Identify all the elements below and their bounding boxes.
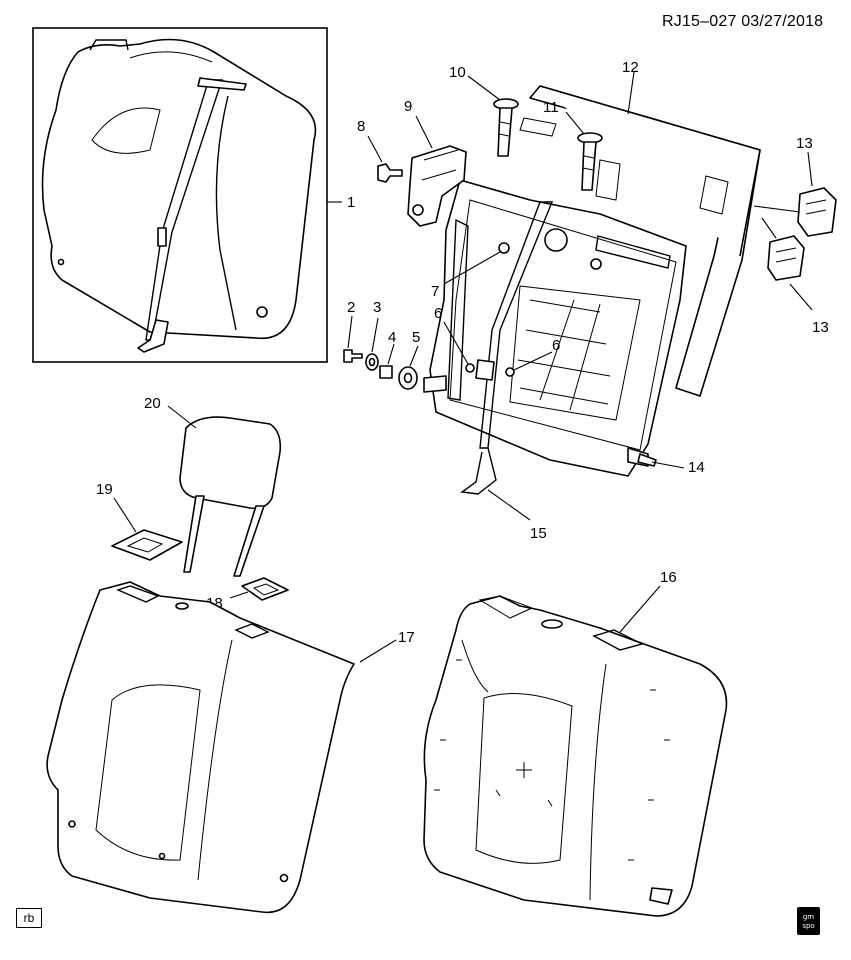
- callout-5: 5: [412, 329, 420, 346]
- part-17-seatback: [46, 581, 355, 914]
- part-13-clip-lower: [767, 235, 805, 281]
- callout-10: 10: [449, 64, 466, 81]
- part-7-retainer: [498, 242, 510, 254]
- badge-line-1: gm: [802, 913, 815, 921]
- callout-11: 11: [543, 99, 559, 116]
- part-19-bezel: [111, 529, 183, 561]
- callout-13b: 13: [812, 319, 829, 336]
- callout-6a: 6: [434, 305, 442, 322]
- callout-12: 12: [622, 59, 639, 76]
- part-20-headrest: [179, 416, 282, 577]
- diagram-reference-code: RJ15–027 03/27/2018: [662, 13, 824, 30]
- callout-8: 8: [357, 118, 365, 135]
- part-11-headrest-guide: [577, 132, 603, 191]
- callout-16: 16: [660, 569, 677, 586]
- part-6-retainer-right: [505, 367, 515, 377]
- callout-7: 7: [431, 283, 439, 300]
- part-6-retainer-left: [465, 363, 475, 373]
- part-9-latch: [407, 145, 467, 227]
- callout-2: 2: [347, 299, 355, 316]
- callout-14: 14: [688, 459, 705, 476]
- part-10-headrest-guide: [493, 98, 519, 157]
- parts-2-to-5-hardware: [343, 349, 418, 390]
- callout-1: 1: [347, 194, 355, 211]
- part-18-bezel: [241, 577, 289, 601]
- part-15-seat-belt: [460, 201, 554, 495]
- inset-part-1: [32, 27, 328, 363]
- callout-15: 15: [530, 525, 547, 542]
- gm-spo-logo: gm spo: [797, 907, 820, 935]
- part-8-bolt: [377, 163, 403, 183]
- part-16-seatback-pad: [423, 595, 728, 917]
- callout-9: 9: [404, 98, 412, 115]
- callout-13a: 13: [796, 135, 813, 152]
- view-tag: rb: [16, 908, 42, 928]
- callout-6b: 6: [552, 337, 560, 354]
- badge-line-2: spo: [802, 922, 815, 930]
- part-13-clip-upper: [797, 187, 837, 237]
- callout-17: 17: [398, 629, 415, 646]
- callout-4: 4: [388, 329, 396, 346]
- callout-20: 20: [144, 395, 161, 412]
- callout-19: 19: [96, 481, 113, 498]
- part-12-rear-panel: [519, 85, 761, 397]
- part-14-seat-frame: [423, 179, 687, 477]
- callout-3: 3: [373, 299, 381, 316]
